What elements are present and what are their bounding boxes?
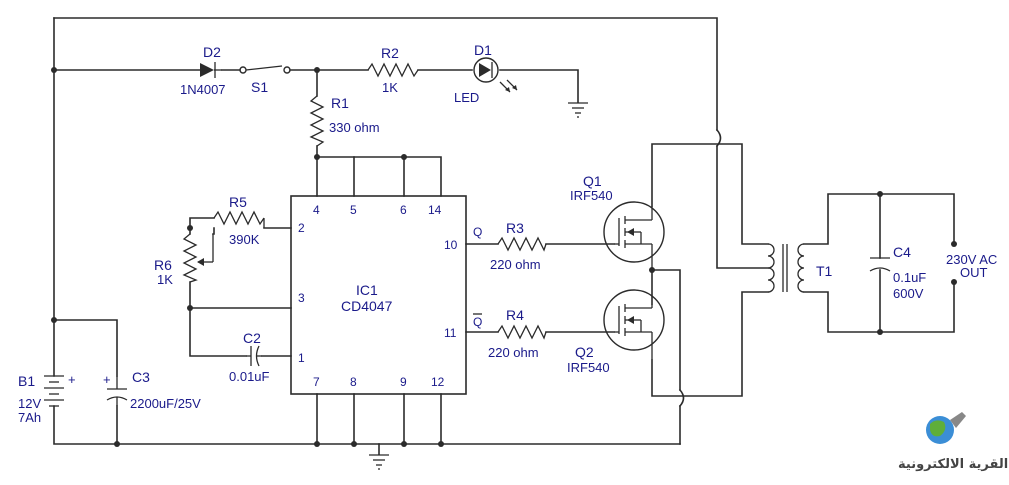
pin-4: 4 xyxy=(313,203,320,217)
pin-2: 2 xyxy=(298,221,305,235)
wrench-icon xyxy=(950,412,966,428)
r1-ref: R1 xyxy=(331,95,349,111)
q1-ref: Q1 xyxy=(583,173,602,189)
output-q-bar: Q xyxy=(473,315,482,329)
d2-value: 1N4007 xyxy=(180,82,226,97)
ic1-value: CD4047 xyxy=(341,298,393,314)
b1-voltage: 12V xyxy=(18,396,41,411)
ground-symbol-top xyxy=(568,102,588,118)
b1-ref: B1 xyxy=(18,373,35,389)
mosfet-q1: Q1 IRF540 xyxy=(570,173,665,270)
site-logo: القرية الالكترونية xyxy=(898,412,1008,472)
resistor-r3: R3 220 ohm xyxy=(490,220,547,272)
d1-value: LED xyxy=(454,90,479,105)
r2-value: 1K xyxy=(382,80,398,95)
pin-12: 12 xyxy=(431,375,445,389)
s1-ref: S1 xyxy=(251,79,268,95)
c3-value: 2200uF/25V xyxy=(130,396,201,411)
output-label-line1: 230V AC xyxy=(946,252,997,267)
q2-ref: Q2 xyxy=(575,344,594,360)
battery-plus-icon: + xyxy=(68,372,76,387)
pin-7: 7 xyxy=(313,375,320,389)
ground-symbol-bottom xyxy=(369,454,389,470)
c3-ref: C3 xyxy=(132,369,150,385)
junctions xyxy=(51,67,957,447)
diode-d2: D2 1N4007 xyxy=(180,44,226,97)
pin-6: 6 xyxy=(400,203,407,217)
t1-ref: T1 xyxy=(816,263,833,279)
pin-9: 9 xyxy=(400,375,407,389)
pin-14: 14 xyxy=(428,203,442,217)
r3-ref: R3 xyxy=(506,220,524,236)
r5-value: 390K xyxy=(229,232,260,247)
logo-text: القرية الالكترونية xyxy=(898,457,1008,472)
c2-ref: C2 xyxy=(243,330,261,346)
pin-10: 10 xyxy=(444,238,458,252)
pin-3: 3 xyxy=(298,291,305,305)
ic1-cd4047: IC1 CD4047 4 5 6 14 2 3 1 10 11 7 8 9 12… xyxy=(290,195,482,395)
ac-output: 230V AC OUT xyxy=(946,252,997,280)
q1-value: IRF540 xyxy=(570,188,613,203)
pin-5: 5 xyxy=(350,203,357,217)
r3-value: 220 ohm xyxy=(490,257,541,272)
capacitor-c4: C4 0.1uF 600V xyxy=(869,244,926,301)
output-q: Q xyxy=(473,225,482,239)
transformer-t1: T1 xyxy=(767,243,833,293)
b1-capacity: 7Ah xyxy=(18,410,41,425)
r6-value: 1K xyxy=(157,272,173,287)
resistor-r5: R5 390K xyxy=(213,194,265,247)
r5-ref: R5 xyxy=(229,194,247,210)
r4-value: 220 ohm xyxy=(488,345,539,360)
pin-8: 8 xyxy=(350,375,357,389)
c4-ref: C4 xyxy=(893,244,911,260)
resistor-r2: R2 1K xyxy=(367,45,419,95)
c4-value: 0.1uF xyxy=(893,270,926,285)
r2-ref: R2 xyxy=(381,45,399,61)
potentiometer-r6: R6 1K xyxy=(154,233,214,287)
switch-s1: S1 xyxy=(239,65,291,95)
r4-ref: R4 xyxy=(506,307,524,323)
c3-plus-icon: + xyxy=(103,372,111,387)
pin-11: 11 xyxy=(444,326,457,340)
output-label-line2: OUT xyxy=(960,265,988,280)
mosfet-q2: Q2 IRF540 xyxy=(567,289,665,375)
battery-b1: + B1 12V 7Ah xyxy=(18,372,76,425)
pin-1: 1 xyxy=(298,351,305,365)
c2-value: 0.01uF xyxy=(229,369,270,384)
d2-ref: D2 xyxy=(203,44,221,60)
capacitor-c3: + C3 2200uF/25V xyxy=(103,369,201,411)
led-d1: D1 LED xyxy=(454,42,518,105)
d1-ref: D1 xyxy=(474,42,492,58)
q2-value: IRF540 xyxy=(567,360,610,375)
r6-ref: R6 xyxy=(154,257,172,273)
ic1-ref: IC1 xyxy=(356,282,378,298)
capacitor-c2: C2 0.01uF xyxy=(229,330,270,384)
c4-voltage: 600V xyxy=(893,286,924,301)
resistor-r4: R4 220 ohm xyxy=(488,307,547,360)
resistor-r1: R1 330 ohm xyxy=(309,95,380,147)
r1-value: 330 ohm xyxy=(329,120,380,135)
